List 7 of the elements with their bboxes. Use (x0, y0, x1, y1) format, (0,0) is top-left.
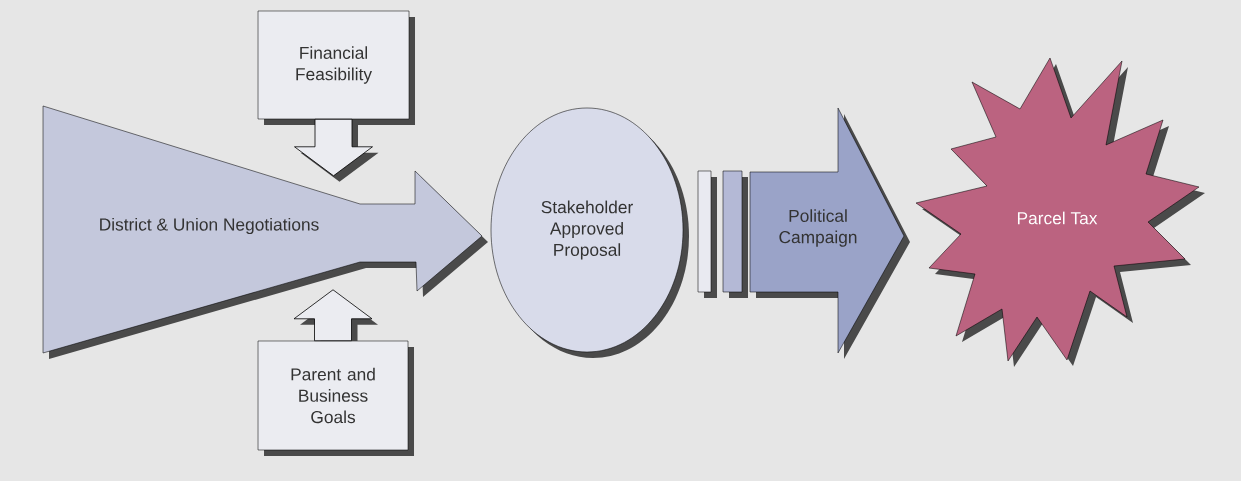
block-arrow (293, 289, 378, 342)
bar (697, 170, 717, 298)
text-box: Parent and Business Goals (257, 340, 414, 456)
block-arrow (294, 118, 379, 182)
starburst: Parcel Tax (915, 57, 1205, 367)
text-box: Financial Feasibility (257, 10, 415, 125)
bar (722, 170, 748, 298)
